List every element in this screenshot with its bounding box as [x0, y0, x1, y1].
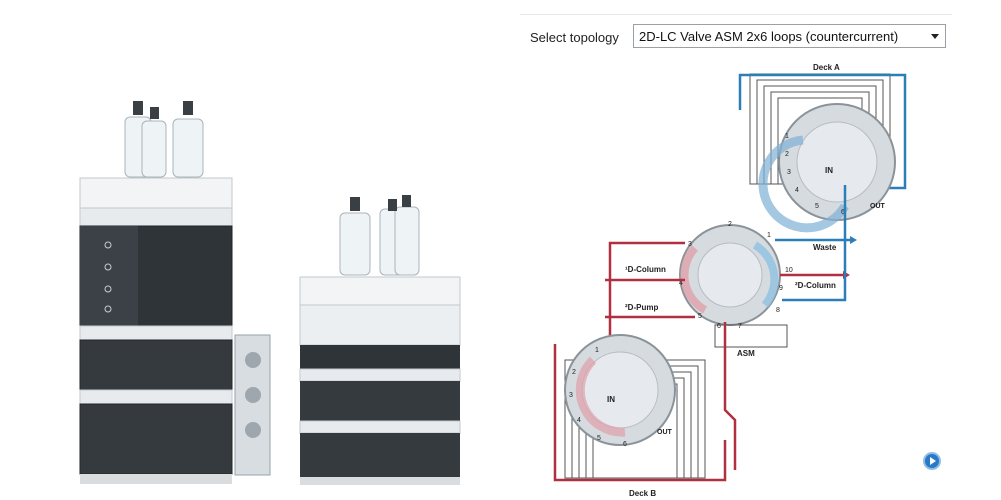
deck-a-in-label: IN	[825, 166, 833, 175]
deck-a-port-6: 6	[841, 209, 845, 216]
deck-a-port-4: 4	[795, 187, 799, 194]
asm-port-8: 8	[776, 307, 780, 314]
deck-b-in-label: IN	[607, 395, 615, 404]
topology-selected-value: 2D-LC Valve ASM 2x6 loops (countercurren…	[639, 29, 899, 44]
second-d-pump-label: ²D-Pump	[625, 303, 658, 312]
deck-b-port-6: 6	[623, 441, 627, 448]
topology-selector-bar: Select topology 2D-LC Valve ASM 2x6 loop…	[520, 14, 952, 59]
deck-b-port-3: 3	[569, 392, 573, 399]
deck-b-port-1: 1	[595, 347, 599, 354]
asm-port-6: 6	[717, 323, 721, 330]
deck-a-label: Deck A	[813, 63, 840, 72]
asm-port-4: 4	[679, 280, 683, 287]
asm-label: ASM	[737, 349, 755, 358]
deck-b-port-2: 2	[572, 369, 576, 376]
waste-label: Waste	[813, 243, 837, 252]
deck-a-port-5: 5	[815, 203, 819, 210]
deck-b-port-5: 5	[597, 435, 601, 442]
asm-port-9: 9	[779, 285, 783, 292]
deck-a-port-1: 1	[785, 133, 789, 140]
topology-dropdown[interactable]: 2D-LC Valve ASM 2x6 loops (countercurren…	[633, 24, 946, 48]
asm-port-1: 1	[767, 232, 771, 239]
deck-a-port-3: 3	[787, 169, 791, 176]
asm-port-3: 3	[688, 241, 692, 248]
deck-a-port-2: 2	[785, 151, 789, 158]
deck-b-port-4: 4	[577, 417, 581, 424]
topology-label: Select topology	[530, 30, 619, 45]
lc-instrument-illustration	[79, 101, 461, 485]
asm-port-2: 2	[728, 221, 732, 228]
asm-port-7: 7	[738, 323, 742, 330]
valve-topology-diagram: Deck A IN OUT 1 2 3 4 5 6 ASM 1 2 3 4 5 …	[553, 63, 907, 498]
first-d-column-label: ¹D-Column	[625, 265, 666, 274]
chevron-down-icon	[931, 34, 939, 39]
second-d-column-label: ²D-Column	[795, 281, 836, 290]
asm-port-5: 5	[698, 313, 702, 320]
deck-b-out-label: OUT	[657, 429, 673, 436]
play-arrow-icon	[930, 457, 936, 465]
asm-port-10: 10	[785, 267, 793, 274]
next-button[interactable]	[923, 452, 941, 470]
deck-a-out-label: OUT	[870, 203, 886, 210]
deck-b-label: Deck B	[629, 489, 656, 498]
